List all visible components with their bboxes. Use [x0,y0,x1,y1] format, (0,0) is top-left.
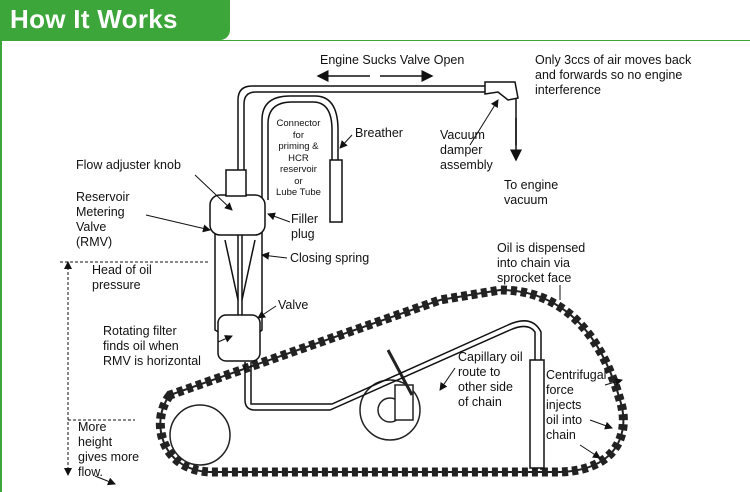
breather-tube [261,95,343,223]
breather-label: Breather [355,126,403,140]
engine-sucks-label: Engine Sucks Valve Open [320,53,465,67]
reservoir [209,169,266,362]
to-engine-vacuum-label: To engine vacuum [504,178,559,207]
centrifugal-label: Centrifugal force injects oil into chain [546,368,607,442]
closing-spring-label: Closing spring [290,251,370,265]
frame-left-rule [0,40,2,492]
flow-adjuster-label: Flow adjuster knob [76,158,181,172]
rear-sprocket [169,404,231,466]
reservoir-metering-label: Reservoir Metering Valve (RMV) [76,190,130,249]
title-banner: How It Works [0,0,230,40]
capillary-label: Capillary oil route to other side of cha… [458,350,523,409]
up-down-arrow-icon [60,261,210,476]
more-height-label: More height gives more flow. [78,420,140,479]
vacuum-damper-label: Vacuum damper assembly [440,128,493,172]
oil-dispensed-label: Oil is dispensed into chain via sprocket… [497,241,586,285]
chain [155,285,628,477]
sprocket-icon [359,349,421,441]
rotating-filter-label: Rotating filter finds oil when RMV is ho… [103,324,201,368]
connector-label: Connector for priming & HCR reservoir or… [276,118,321,198]
page-title: How It Works [10,4,178,34]
valve-label: Valve [278,298,309,312]
filler-plug-label: Filler plug [291,212,319,241]
head-of-oil-label: Head of oil pressure [92,263,152,292]
banner-rule [0,40,750,41]
oil-line [244,320,545,470]
leader-lines [94,99,623,486]
only-3ccs-label: Only 3ccs of air moves back and forwards… [535,53,692,97]
